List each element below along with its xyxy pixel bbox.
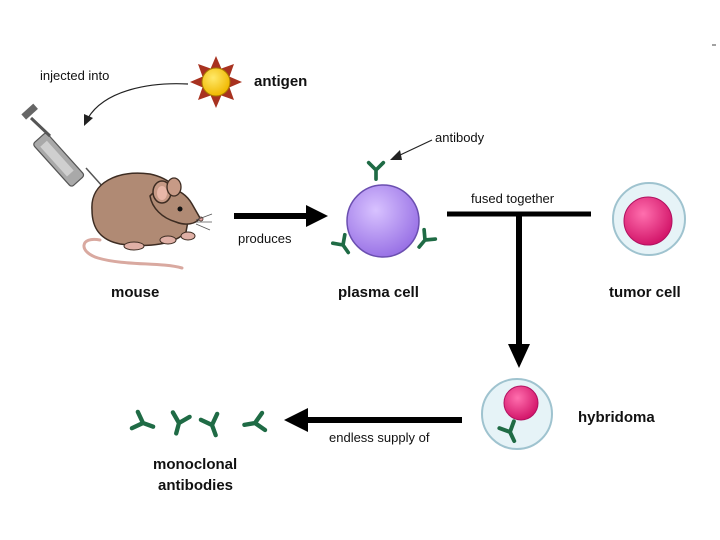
antibody-label: antibody (435, 130, 485, 145)
mouse-icon (82, 172, 213, 270)
monoclonal-label-line1: monoclonal (153, 456, 237, 473)
mono-antibody-4 (243, 413, 265, 433)
supply-arrowhead (284, 408, 308, 432)
plasma-antibody-top (366, 160, 386, 181)
mouse-label: mouse (111, 284, 159, 301)
plasma-cell (346, 184, 420, 258)
produces-arrowhead (306, 205, 328, 227)
antibody-pointer-head (390, 150, 402, 160)
tumor-cell-label: tumor cell (609, 284, 681, 301)
produces-label: produces (238, 231, 292, 246)
tumor-nucleus (623, 196, 673, 246)
antibody-pointer (397, 139, 433, 157)
endless-supply-label: endless supply of (329, 430, 430, 445)
syringe-icon (21, 103, 113, 198)
antigen-icon (190, 56, 242, 108)
hybridoma-nucleus (503, 385, 539, 421)
mono-antibody-2 (168, 412, 190, 435)
mono-antibody-1 (132, 412, 156, 435)
injected-into-label: injected into (40, 68, 109, 83)
mono-antibody-3 (201, 414, 224, 438)
monoclonal-label-line2: antibodies (158, 477, 233, 494)
fused-together-label: fused together (471, 191, 555, 206)
fuse-down-arrowhead (508, 344, 530, 368)
plasma-cell-label: plasma cell (338, 284, 419, 301)
hybridoma-label: hybridoma (578, 409, 655, 426)
inject-arrowhead (84, 114, 93, 126)
inject-curved-arrow (87, 83, 189, 119)
antigen-label: antigen (254, 73, 307, 90)
